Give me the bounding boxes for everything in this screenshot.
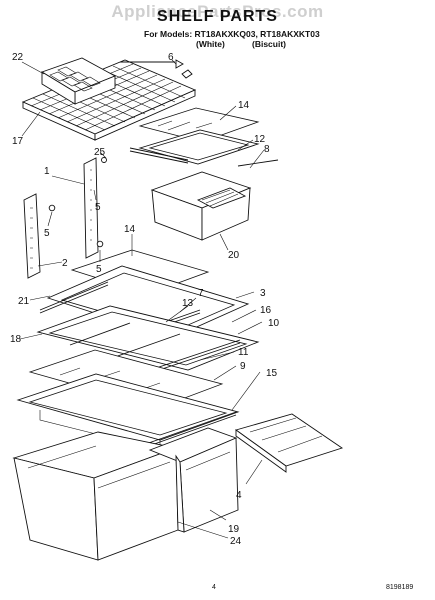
callout-4: 4 — [236, 490, 242, 501]
callout-16: 16 — [260, 305, 272, 316]
leader-lines — [19, 59, 265, 539]
callout-7: 7 — [198, 288, 204, 299]
callout-6: 6 — [168, 52, 174, 63]
callout-18: 18 — [10, 334, 22, 345]
variant-biscuit: (Biscuit) — [252, 39, 286, 49]
callout-14-top: 14 — [238, 100, 250, 111]
callout-3: 3 — [260, 288, 266, 299]
wire-freezer-shelf — [21, 57, 197, 141]
document-number: 8198189 — [386, 584, 414, 591]
callout-13: 13 — [182, 298, 194, 309]
shelf-rails — [23, 157, 104, 279]
callout-20: 20 — [228, 250, 240, 261]
callout-2: 2 — [62, 258, 68, 269]
lower-shelf-frame — [36, 305, 260, 384]
watermark: AppliancePartsPros.com — [111, 2, 324, 21]
callout-5-lower: 5 — [96, 264, 102, 275]
callout-1: 1 — [44, 166, 50, 177]
callout-17: 17 — [12, 136, 24, 147]
callout-9: 9 — [240, 361, 246, 372]
page-title: SHELF PARTS — [157, 8, 278, 25]
crisper-control — [234, 413, 344, 473]
callout-12: 12 — [254, 134, 266, 145]
callout-5-upper: 5 — [95, 202, 101, 213]
crisper-drawers — [12, 427, 239, 561]
callout-19: 19 — [228, 524, 240, 535]
callout-15: 15 — [266, 368, 278, 379]
callout-8: 8 — [264, 144, 270, 155]
callout-10: 10 — [268, 318, 280, 329]
page-number: 4 — [212, 584, 216, 591]
upper-crisper-drawer — [150, 171, 252, 241]
callout-24: 24 — [230, 536, 242, 547]
models-line: For Models: RT18AKXKQ03, RT18AKXKT03 — [144, 29, 320, 39]
variant-white: (White) — [196, 39, 225, 49]
callout-22: 22 — [12, 52, 24, 63]
callout-14-middle: 14 — [124, 224, 136, 235]
upper-crisper-frame — [101, 129, 279, 167]
middle-glass-shelf — [39, 249, 250, 342]
callout-25: 25 — [94, 147, 106, 158]
callout-11: 11 — [238, 347, 249, 358]
callout-21: 21 — [18, 296, 30, 307]
callout-5-left: 5 — [44, 228, 50, 239]
callout-labels: 22 17 6 14 12 8 25 20 1 5 5 5 2 14 21 7 … — [10, 52, 280, 547]
